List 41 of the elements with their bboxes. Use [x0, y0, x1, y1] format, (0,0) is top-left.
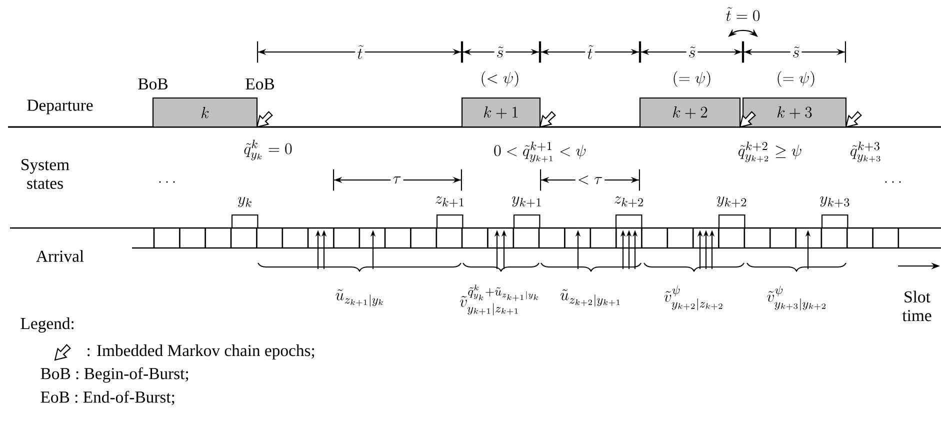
math-label: $\tilde{u}_{z_{k+1}|y_k}$ [333, 287, 387, 309]
math-label: $y_k$ [235, 195, 255, 209]
math-label: $z_{k+2}$ [612, 194, 646, 210]
math-label: $\tilde{q}^{k}_{y_k}=0$ [242, 138, 294, 162]
math-label: $\tilde{t}$ [355, 43, 365, 61]
math-label: $z_{k+1}$ [432, 194, 468, 210]
legend-entry: EoB : End-of-Burst; [40, 390, 174, 406]
math-label: $(=\psi)$ [670, 69, 714, 89]
math-label: $\tilde{v}^{\psi}_{y_{k+2}|z_{k+2}}$ [662, 284, 726, 312]
math-label: $y_{k+2}$ [714, 194, 750, 210]
math-label: $\tilde{t}=0$ [724, 5, 762, 23]
math-label: $\tilde{q}^{k+3}_{y_{k+3}}$ [848, 140, 884, 164]
math-label: $\tilde{s}$ [494, 44, 506, 60]
math-label: $<\tau$ [575, 174, 605, 186]
math-label: $\dots$ [156, 179, 178, 185]
legend-title: Legend: [20, 317, 74, 333]
math-label: $\dots$ [882, 179, 904, 185]
burst-box: $k+1$ [461, 97, 541, 128]
burst-box: $k+2$ [639, 97, 741, 128]
legend-entry: : Imbedded Markov chain epochs; [88, 344, 314, 360]
math-label: $\tilde{s}$ [686, 44, 698, 60]
math-label: $\tilde{u}_{z_{k+2}|y_{k+1}}$ [558, 287, 624, 309]
math-label: $\tilde{v}^{\tilde{q}^{k}_{y_k}+\tilde{u}_{z_{k+1}|y_k}}_{y_{k+1}|z_{k+1}}$ [458, 282, 543, 318]
math-label: $\tilde{q}^{k+2}_{y_{k+2}}\geq\psi$ [736, 140, 804, 164]
legend-entry: BoB : Begin-of-Burst; [40, 367, 188, 383]
burst-label: BoB [138, 78, 168, 90]
row-label: System states [22, 159, 70, 189]
burst-label: EoB [246, 78, 274, 90]
burst-box: $k+3$ [742, 97, 846, 128]
math-label: $y_{k+1}$ [510, 194, 544, 210]
math-label: $\tau$ [390, 174, 404, 186]
math-label: $(<\psi)$ [478, 69, 522, 89]
axis-label: Slot time [902, 290, 932, 322]
math-label: $\tilde{s}$ [790, 44, 802, 60]
math-label: $(=\psi)$ [774, 69, 818, 89]
burst-box: $k$ [152, 97, 258, 128]
math-label: $y_{k+3}$ [818, 194, 852, 210]
math-label: $\tilde{v}^{\psi}_{y_{k+3}|y_{k+2}}$ [764, 284, 830, 312]
row-label: Arrival [36, 250, 84, 262]
math-label: $\tilde{t}$ [585, 43, 595, 61]
math-label: $0<\tilde{q}^{k+1}_{y_{k+1}}<\psi$ [492, 140, 588, 164]
